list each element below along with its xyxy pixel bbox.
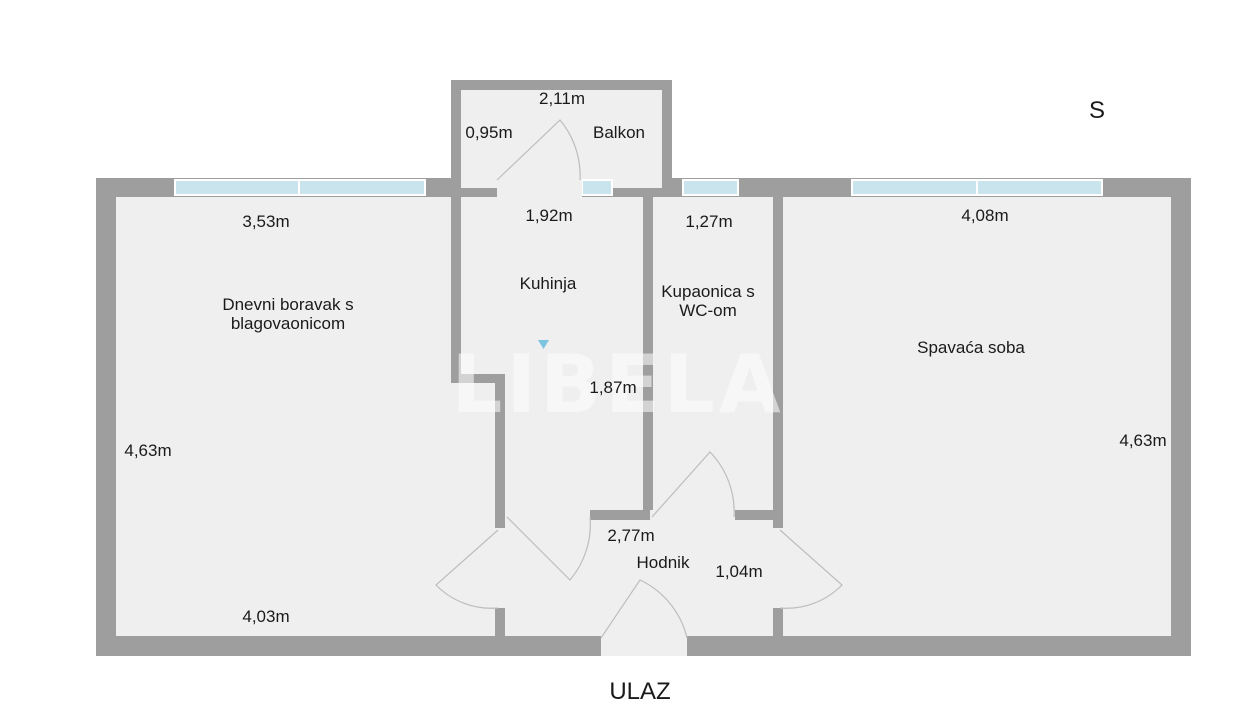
- dnevni-boravak-floor: [116, 197, 495, 636]
- dnevni-door-opening: [495, 528, 505, 608]
- window-kuhinja: [581, 179, 613, 196]
- entrance-label: ULAZ: [609, 678, 670, 705]
- dnevni-depth: 4,63m: [124, 441, 171, 460]
- watermark: LIBELA: [451, 338, 784, 431]
- kupaonica-width: 1,27m: [685, 212, 732, 231]
- balkon-depth: 0,95m: [465, 123, 512, 142]
- hodnik-floor: [505, 520, 773, 636]
- balkon-floor: [461, 90, 662, 188]
- compass-label: S: [1089, 97, 1105, 124]
- entrance-door-opening: [601, 636, 687, 656]
- location-marker-icon: [538, 340, 549, 349]
- kuhinja-floor: [461, 197, 643, 510]
- dnevni-width-bottom: 4,03m: [242, 607, 289, 626]
- spavaca-width: 4,08m: [961, 206, 1008, 225]
- window-kupaonica: [682, 179, 739, 196]
- spavaca-depth: 4,63m: [1119, 431, 1166, 450]
- dnevni-width-top: 3,53m: [242, 212, 289, 231]
- kuhinja-width: 1,92m: [525, 206, 572, 225]
- hodnik-width: 2,77m: [607, 526, 654, 545]
- kupaonica-name-line2: WC-om: [679, 301, 737, 320]
- spavaca-name: Spavaća soba: [917, 338, 1025, 357]
- spavaca-soba-floor: [783, 197, 1171, 636]
- balkon-width: 2,11m: [539, 89, 585, 108]
- dnevni-name-line1: Dnevni boravak s: [222, 295, 353, 314]
- hodnik-name: Hodnik: [637, 553, 690, 572]
- kupaonica-door-opening: [650, 510, 735, 520]
- kuhinja-depth: 1,87m: [589, 378, 636, 397]
- hodnik-depth: 1,04m: [715, 562, 762, 581]
- dnevni-name-line2: blagovaonicom: [231, 314, 345, 333]
- kuhinja-door-opening: [505, 510, 590, 520]
- kupaonica-floor: [653, 197, 773, 510]
- kupaonica-name-line1: Kupaonica s: [661, 282, 755, 301]
- door-swings: [435, 119, 843, 639]
- balcony-door-opening: [497, 178, 582, 197]
- kuhinja-name: Kuhinja: [520, 274, 577, 293]
- balkon-name: Balkon: [593, 123, 645, 142]
- spavaca-door-opening: [773, 528, 783, 608]
